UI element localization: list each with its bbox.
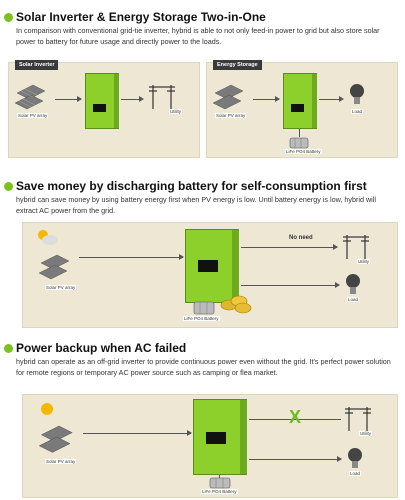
- solar-inverter-panel: Solar Inverter Solar PV array Utility: [8, 60, 200, 158]
- utility-pylon-icon: [345, 407, 371, 431]
- wire: [121, 99, 141, 100]
- battery-label: LiFe PO4 Battery: [201, 489, 238, 494]
- battery-label: LiFe PO4 Battery: [285, 149, 322, 154]
- utility-label: Utility: [359, 431, 372, 436]
- solar-panel-icon: [38, 254, 70, 280]
- utility-pylon-icon: [149, 85, 175, 109]
- utility-label: Utility: [357, 259, 370, 264]
- no-grid-x-icon: X: [289, 407, 302, 427]
- solar-label: Solar PV array: [17, 113, 49, 118]
- energy-storage-panel: Energy Storage Solar PV array Load LiFe …: [206, 60, 398, 158]
- arrow-icon: [339, 96, 344, 102]
- no-need-label: No need: [289, 235, 313, 241]
- lightbulb-icon: [350, 84, 364, 104]
- load-label: Load: [347, 297, 360, 302]
- battery-icon: [289, 137, 309, 149]
- inverter-icon: [193, 399, 247, 475]
- lightbulb-icon: [346, 274, 360, 294]
- load-label: Load: [349, 471, 362, 476]
- wire: [241, 247, 337, 248]
- arrow-icon: [275, 96, 280, 102]
- bullet-icon: [4, 13, 13, 22]
- solar-label: Solar PV array: [45, 285, 77, 290]
- arrow-icon: [335, 282, 340, 288]
- section-description: In comparison with conventional grid-tie…: [16, 26, 380, 46]
- arrow-icon: [139, 96, 144, 102]
- panel-tag: Solar Inverter: [15, 60, 59, 70]
- battery-label: LiFe PO4 Battery: [183, 316, 220, 321]
- lightbulb-icon: [348, 448, 362, 468]
- section-description: hybrid can operate as an off-grid invert…: [16, 357, 391, 377]
- self-consumption-panel: Solar PV array No need Utility Load: [22, 222, 398, 328]
- arrow-icon: [179, 254, 184, 260]
- arrow-icon: [333, 244, 338, 250]
- battery-icon: [209, 477, 231, 489]
- coins-icon: [220, 295, 252, 314]
- arrow-icon: [337, 456, 342, 462]
- wire: [83, 433, 191, 434]
- battery-icon: [193, 301, 215, 315]
- wire: [249, 419, 341, 420]
- wire: [79, 257, 183, 258]
- solar-panel-icon: [212, 84, 244, 110]
- sun-icon: [41, 403, 53, 415]
- sun-icon: [38, 230, 58, 245]
- wire: [299, 129, 300, 137]
- section-title: Solar Inverter & Energy Storage Two-in-O…: [16, 10, 266, 24]
- section-title: Power backup when AC failed: [16, 341, 187, 355]
- section-description: hybrid can save money by using battery e…: [16, 195, 376, 215]
- solar-panel-icon: [14, 84, 46, 110]
- wire: [241, 285, 339, 286]
- section-two-in-one: Solar Inverter & Energy Storage Two-in-O…: [0, 0, 405, 160]
- wire: [319, 99, 341, 100]
- bullet-icon: [4, 344, 13, 353]
- load-label: Load: [351, 109, 364, 114]
- wire: [249, 459, 341, 460]
- section-power-backup: Power backup when AC failed hybrid can o…: [0, 338, 405, 500]
- wire: [253, 99, 279, 100]
- section-title: Save money by discharging battery for se…: [16, 179, 367, 193]
- utility-pylon-icon: [343, 235, 369, 259]
- arrow-icon: [187, 430, 192, 436]
- utility-label: Utility: [169, 109, 182, 114]
- solar-panel-icon: [38, 425, 73, 453]
- solar-label: Solar PV array: [45, 459, 77, 464]
- inverter-icon: [283, 73, 317, 129]
- panel-tag: Energy Storage: [213, 60, 262, 70]
- ac-failed-panel: Solar PV array X Utility Load LiFe PO4: [22, 394, 398, 498]
- inverter-icon: [185, 229, 239, 303]
- arrow-icon: [77, 96, 82, 102]
- wire: [55, 99, 81, 100]
- solar-label: Solar PV array: [215, 113, 247, 118]
- bullet-icon: [4, 182, 13, 191]
- wire: [219, 475, 220, 479]
- inverter-icon: [85, 73, 119, 129]
- section-save-money: Save money by discharging battery for se…: [0, 176, 405, 331]
